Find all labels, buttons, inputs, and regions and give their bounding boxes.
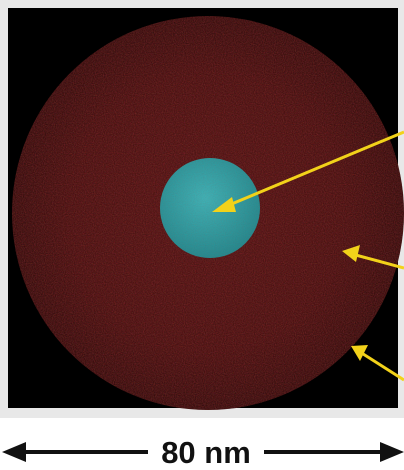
scale-bar-left-arrowhead [2,442,26,462]
arrow-core-line [221,130,404,210]
arrow-edge-head [351,345,368,361]
arrow-edge-line [359,350,404,382]
scale-bar: 80 nm [2,435,404,470]
scale-bar-right-arrowhead [380,442,404,462]
scale-bar-label: 80 nm [161,435,251,470]
arrow-shell-line [351,252,404,270]
inner-core-texture [160,158,260,258]
arrow-core-head [212,197,236,212]
annotation-arrows [212,130,404,382]
arrow-shell-head [342,245,360,262]
